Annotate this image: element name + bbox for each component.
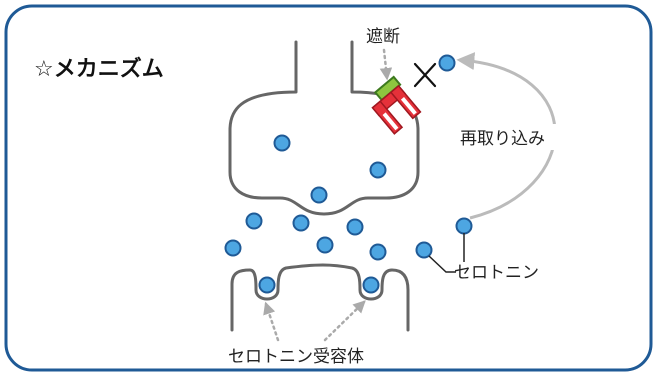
serotonin-molecule <box>310 186 328 204</box>
serotonin-molecule <box>346 218 364 236</box>
serotonin-molecule <box>245 212 263 230</box>
reuptake-label-bg <box>458 124 576 150</box>
receptor-dotted-arrow <box>323 300 366 342</box>
serotonin-molecule <box>369 243 387 261</box>
serotonin-molecule <box>292 214 310 232</box>
receptor-dotted-arrow <box>263 301 280 342</box>
block-dotted-arrow <box>379 48 393 81</box>
reuptake-label: 再取り込み <box>460 129 545 149</box>
block-x-icon <box>413 62 437 88</box>
serotonin-molecule <box>224 239 242 257</box>
receptor-bound-serotonin <box>362 276 380 294</box>
serotonin-molecule <box>273 134 291 152</box>
serotonin-molecule <box>455 217 473 235</box>
outer-frame <box>4 4 653 372</box>
receptor-bound-serotonin <box>258 276 276 294</box>
presynaptic-neuron <box>228 40 420 216</box>
serotonin-molecule <box>369 161 387 179</box>
serotonin-molecule <box>415 241 433 259</box>
serotonin-molecule <box>438 54 456 72</box>
serotonin-pointer <box>428 255 456 273</box>
postsynaptic-neuron <box>230 263 410 332</box>
blocker-drug-icon <box>371 75 422 135</box>
serotonin-label: セロトニン <box>454 263 539 283</box>
block-label: 遮断 <box>366 27 400 47</box>
serotonin-molecule <box>316 236 334 254</box>
diagram-title: ☆メカニズム <box>34 56 164 82</box>
receptor-label: セロトニン受容体 <box>228 347 364 367</box>
